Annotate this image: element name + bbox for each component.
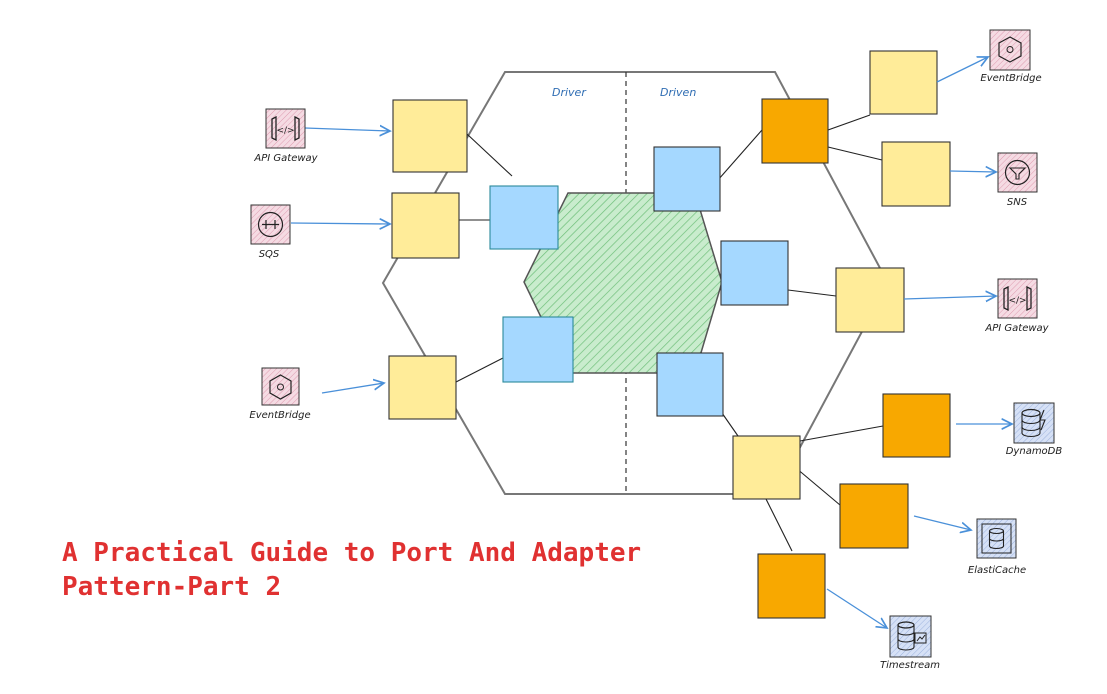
dynamodb-label: DynamoDB — [1006, 446, 1063, 457]
driven-port-2 — [720, 240, 789, 306]
driven-adapter-sns — [881, 141, 951, 207]
api-gateway-right-label: API Gateway — [984, 323, 1049, 334]
driver-adapter-eventbridge — [388, 355, 457, 420]
driver-label: Driver — [552, 86, 587, 99]
api-gateway-icon-left: </> — [265, 108, 306, 149]
driven-label: Driven — [660, 86, 696, 99]
driven-port-1 — [653, 146, 721, 212]
api-gateway-left-label: API Gateway — [253, 153, 318, 164]
driver-adapter-api-gateway — [392, 99, 468, 173]
driven-port-3 — [656, 352, 724, 417]
svg-text:</>: </> — [276, 126, 294, 136]
driven-adapter-dynamodb — [882, 393, 951, 458]
eventbridge-left-label: EventBridge — [249, 410, 310, 421]
connector-lines — [455, 114, 884, 552]
driver-port-2 — [502, 316, 574, 383]
api-gateway-icon-right: </> — [997, 278, 1038, 319]
driven-adapter-api-gateway — [835, 267, 905, 333]
dynamodb-icon — [1013, 402, 1055, 444]
page-title: A Practical Guide to Port And Adapter Pa… — [62, 538, 642, 602]
data-flow-arrows — [290, 57, 1012, 628]
timestream-label: Timestream — [880, 660, 940, 671]
sns-label: SNS — [1007, 197, 1028, 208]
driven-adapter-orange-1 — [761, 98, 829, 164]
driven-adapter-yellow-hub — [732, 435, 801, 500]
elasticache-icon — [976, 518, 1017, 559]
driven-adapter-eventbridge — [869, 50, 938, 115]
timestream-icon — [889, 615, 932, 658]
driver-port-1 — [489, 185, 559, 250]
driven-adapter-elasticache — [839, 483, 909, 549]
driven-adapter-timestream — [757, 553, 826, 619]
eventbridge-right-label: EventBridge — [980, 73, 1041, 84]
sqs-label: SQS — [259, 249, 280, 260]
elasticache-label: ElastiCache — [968, 565, 1026, 576]
driver-adapter-sqs — [391, 192, 460, 259]
svg-text:</>: </> — [1008, 296, 1026, 306]
sns-icon — [997, 152, 1038, 193]
eventbridge-icon-left — [261, 367, 300, 406]
sqs-icon — [250, 204, 291, 245]
eventbridge-icon-right — [989, 29, 1031, 71]
